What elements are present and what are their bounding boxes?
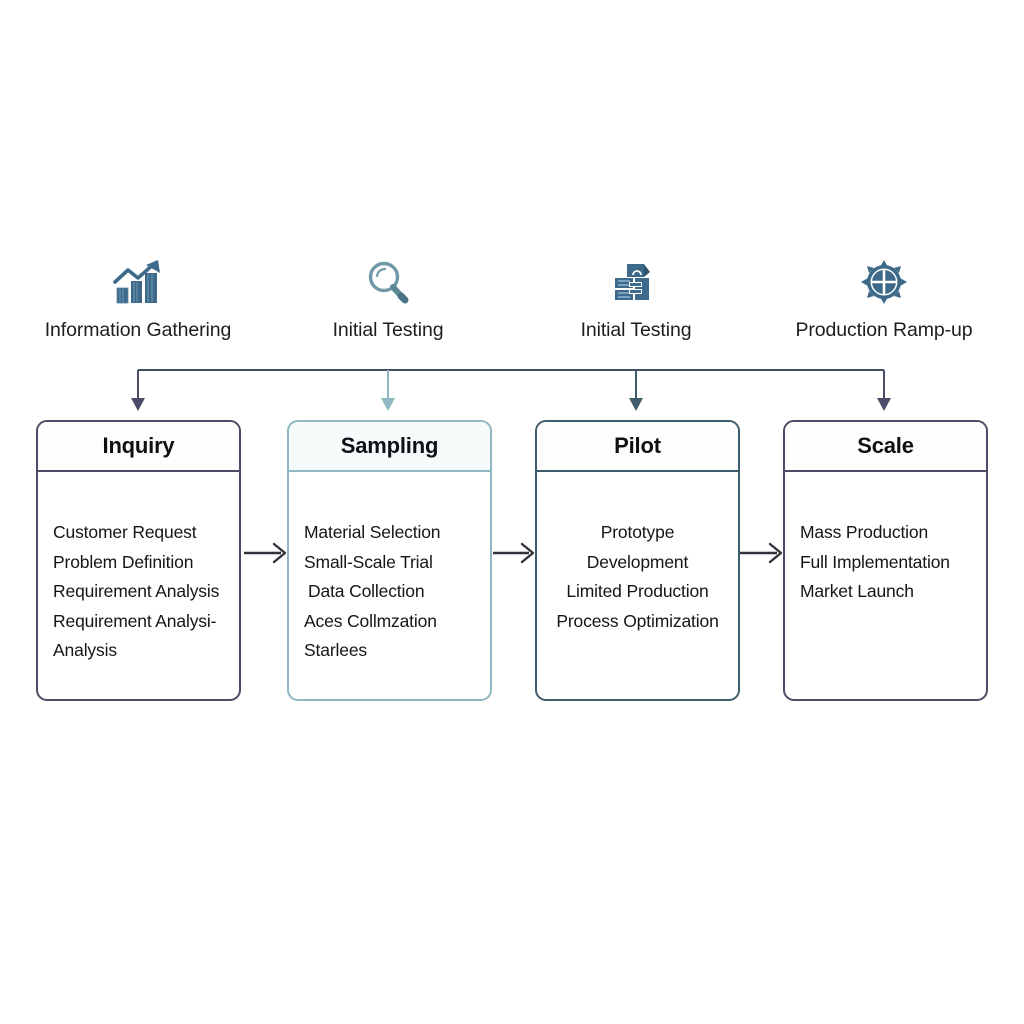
drop-arrow-1 [381,370,395,411]
card-item: Development [586,551,689,572]
card-body-inquiry: Customer Request Problem Definition Requ… [38,472,239,666]
card-title: Sampling [340,433,439,458]
card-header-sampling: Sampling [289,422,490,472]
card-item: Aces Collmzation [304,610,437,631]
process-flowchart-icon [511,255,761,311]
stage-card-scale[interactable]: Scale Mass Production Full Implementatio… [783,420,988,701]
connector-bus [131,369,891,411]
card-title: Inquiry [102,433,175,458]
drop-arrow-0 [131,370,145,411]
card-item: Market Launch [800,581,914,601]
magnifier-search-icon [263,255,513,311]
drop-arrow-3 [877,370,891,411]
stage-label-0: Information Gathering [44,319,232,341]
card-body-scale: Mass Production Full Implementation Mark… [785,472,986,607]
card-item: Prototype [600,522,675,542]
card-item: Limited Production [566,581,709,601]
stage-header-3: Production Ramp-up [759,255,1009,342]
card-title: Pilot [614,433,661,458]
card-item: Analysis [53,640,117,660]
card-item: Material Selection [304,522,441,542]
card-item: Mass Production [800,522,929,542]
stage-header-0: Information Gathering [13,255,263,342]
card-body-sampling: Material Selection Small-Scale Trial Dat… [289,472,490,666]
stage-label-1: Initial Testing [332,319,444,341]
card-item: Full Implementation [800,551,950,572]
stage-label-3: Production Ramp-up [795,319,973,341]
card-item: Customer Request [53,522,197,542]
card-item: Problem Definition [53,551,194,572]
card-item: Starlees [304,640,367,660]
stage-cards-row: Inquiry Customer Request Problem Definit… [0,420,1024,705]
card-header-scale: Scale [785,422,986,472]
card-header-pilot: Pilot [537,422,738,472]
stage-header-row: Information Gathering Initial Testing [0,255,1024,365]
stage-card-inquiry[interactable]: Inquiry Customer Request Problem Definit… [36,420,241,701]
card-body-pilot: Prototype Development Limited Production… [537,472,738,636]
card-header-inquiry: Inquiry [38,422,239,472]
stage-header-1: Initial Testing [263,255,513,342]
card-item: Requirement Analysis [53,581,220,601]
card-item: Small-Scale Trial [304,551,433,572]
bar-chart-growth-icon [13,255,263,311]
card-item: Data Collection [308,581,425,601]
stage-card-pilot[interactable]: Pilot Prototype Development Limited Prod… [535,420,740,701]
card-item: Process Optimization [556,610,719,631]
stage-header-2: Initial Testing [511,255,761,342]
stage-card-sampling[interactable]: Sampling Material Selection Small-Scale … [287,420,492,701]
card-title: Scale [857,433,914,458]
stage-label-2: Initial Testing [580,319,692,341]
drop-arrow-2 [629,370,643,411]
card-item: Requirement Analysi- [53,610,217,631]
ship-wheel-target-icon [759,255,1009,311]
